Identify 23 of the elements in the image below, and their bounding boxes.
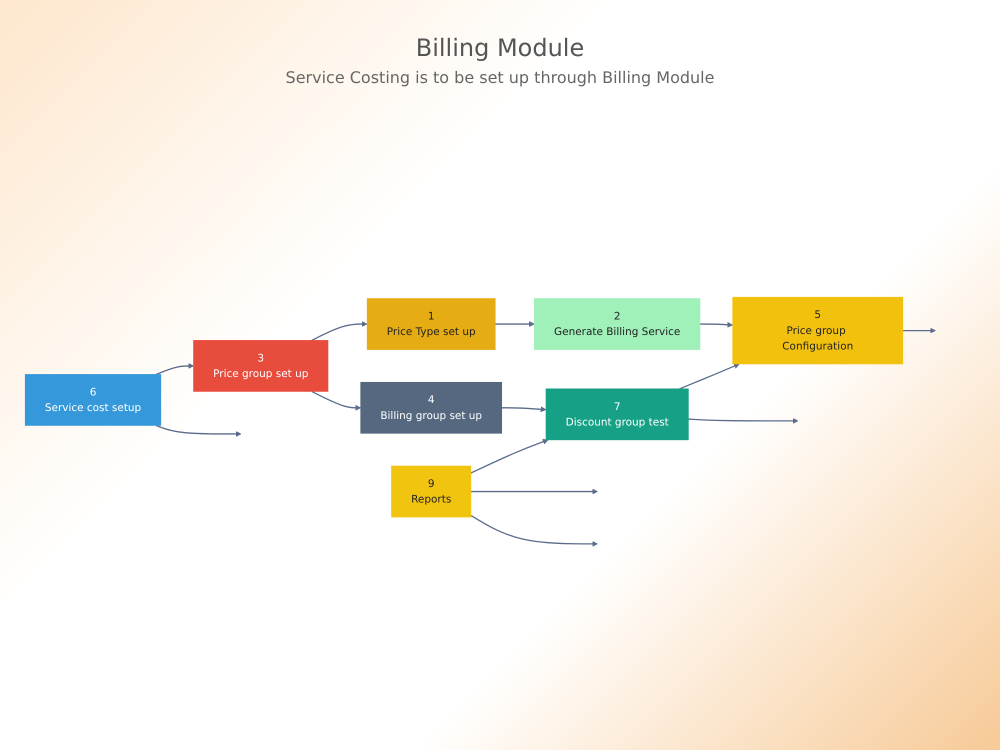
diagram-title: Billing Module [414, 34, 586, 62]
arrow [156, 424, 242, 436]
node-box: 5 Price group Configuration [732, 296, 904, 364]
node-box: 1 Price Type set up [366, 298, 496, 350]
node-box: 9 Reports [391, 465, 472, 517]
arrow [470, 514, 598, 546]
arrow [688, 418, 798, 424]
arrow [311, 390, 361, 410]
node-box: 6 Service cost setup [24, 374, 162, 426]
arrow [902, 327, 936, 333]
arrow [311, 320, 368, 341]
arrow [470, 438, 548, 474]
diagram-caption: Service Costing is to be set up through Billing Module [284, 68, 716, 87]
arrow [700, 321, 733, 328]
arrow [495, 320, 535, 326]
arrow [502, 406, 546, 412]
node-box: 4 Billing group set up [360, 381, 502, 434]
node-box: 7 Discount group test [546, 388, 689, 440]
arrow [679, 362, 740, 389]
arrow [470, 488, 598, 494]
node-box: 2 Generate Billing Service [534, 298, 700, 350]
arrow [156, 362, 194, 375]
node-box: 3 Price group set up [193, 340, 328, 392]
